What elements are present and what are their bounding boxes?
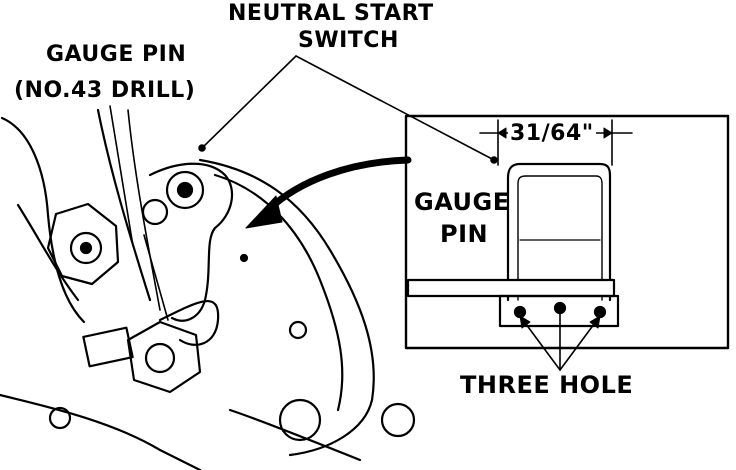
- lower-bolt-1: [278, 398, 322, 442]
- lever-hub-bolt: [69, 231, 103, 265]
- body-screw: [288, 320, 308, 340]
- lower-bolt-3: [48, 406, 72, 430]
- detail-inset: [404, 114, 730, 371]
- gauge-pin-rod-3: [143, 234, 169, 321]
- lever-hub: [46, 202, 120, 286]
- bottom-bracket: [82, 326, 134, 368]
- lower-casting: [0, 393, 202, 470]
- inset-horizontal-bar: [406, 278, 616, 298]
- housing-arm-inner: [16, 203, 80, 302]
- bottom-nut-face: [144, 342, 176, 374]
- switch-body-inner: [213, 173, 344, 412]
- inset-bottom-block: [498, 294, 620, 328]
- label-gauge-pin: GAUGE PIN: [46, 42, 187, 67]
- body-screw-2: [239, 253, 249, 263]
- inset-gauge-pin-inner: [517, 175, 603, 301]
- gauge-pin-rod-2: [127, 109, 161, 311]
- lower-bolt-2: [380, 402, 416, 438]
- lever-pivot-outer: [165, 170, 205, 210]
- detail-arrow-head: [245, 195, 283, 229]
- dimension-arrow-left: [497, 127, 507, 139]
- leader-lines: [109, 55, 498, 241]
- transmission-illustration: [0, 108, 416, 470]
- inset-frame: [404, 114, 730, 350]
- leader-neutral-to-inset: [295, 55, 495, 161]
- leader-neutral-dot: [198, 144, 206, 152]
- gauge-pin-rod-1: [96, 108, 152, 302]
- lower-casting-2: [228, 408, 362, 462]
- wire-loop: [158, 300, 220, 346]
- leader-inset-dot: [490, 156, 498, 164]
- label-drill-size: (NO.43 DRILL): [14, 78, 196, 103]
- leader-arrowhead-left: [519, 315, 531, 329]
- lever-pivot-inner: [176, 181, 194, 199]
- leader-arrowhead-right: [589, 315, 601, 329]
- leader-neutral-switch: [199, 55, 297, 151]
- label-inset-gauge: GAUGE: [414, 188, 510, 216]
- detail-arrow-shaft: [264, 156, 412, 214]
- label-switch: SWITCH: [298, 28, 399, 53]
- label-neutral-start: NEUTRAL START: [228, 1, 434, 26]
- label-inset-pin: PIN: [440, 220, 489, 248]
- inset-gauge-pin: [506, 162, 612, 302]
- label-three-hole: THREE HOLE: [460, 371, 634, 399]
- lever-hub-bolt-center: [79, 241, 93, 255]
- bottom-hex-nut: [126, 320, 202, 394]
- switch-body: [198, 158, 375, 457]
- switch-lever: [148, 162, 234, 322]
- housing-arm: [0, 116, 86, 324]
- dimension-arrow-right: [603, 127, 613, 139]
- label-dimension: 31/64": [508, 121, 596, 146]
- lever-hole: [141, 198, 169, 226]
- leader-gauge-pin: [109, 105, 133, 241]
